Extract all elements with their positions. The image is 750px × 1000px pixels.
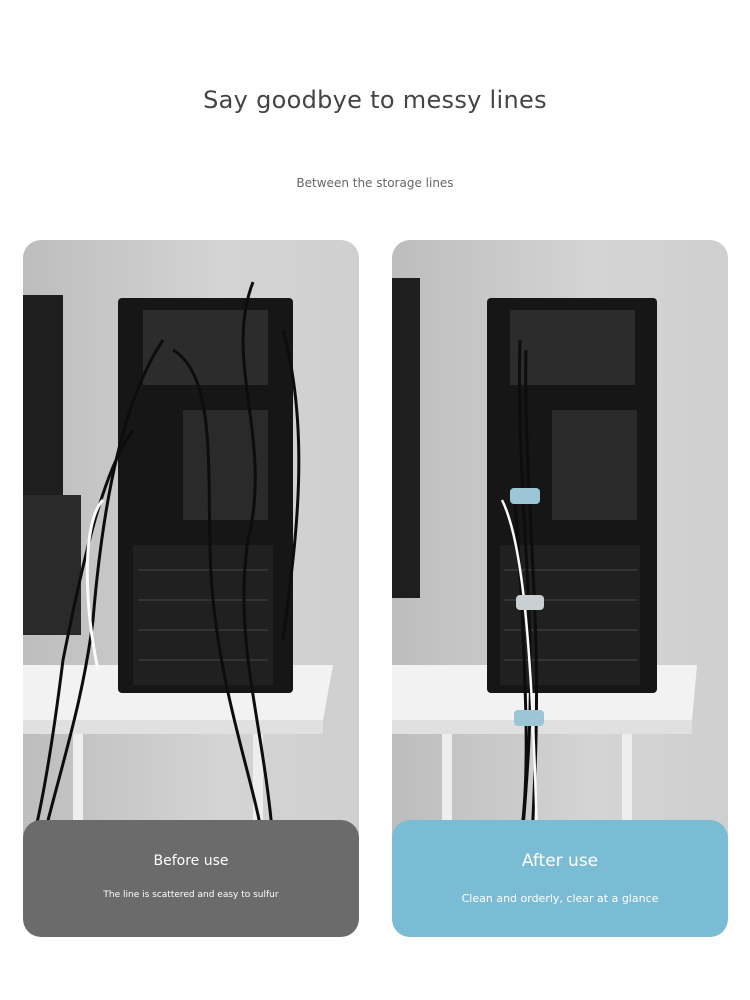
before-card: Before use The line is scattered and eas… bbox=[23, 240, 359, 937]
after-caption: After use Clean and orderly, clear at a … bbox=[392, 820, 728, 937]
before-photo bbox=[23, 281, 333, 840]
page-title: Say goodbye to messy lines bbox=[203, 86, 547, 114]
page-subtitle: Between the storage lines bbox=[296, 176, 454, 190]
after-description: Clean and orderly, clear at a glance bbox=[461, 892, 659, 905]
after-card: After use Clean and orderly, clear at a … bbox=[392, 240, 728, 937]
before-caption: Before use The line is scattered and eas… bbox=[23, 820, 359, 937]
after-photo bbox=[392, 278, 697, 840]
after-title: After use bbox=[521, 851, 599, 871]
before-description: The line is scattered and easy to sulfur bbox=[103, 890, 279, 900]
before-title: Before use bbox=[153, 853, 229, 869]
